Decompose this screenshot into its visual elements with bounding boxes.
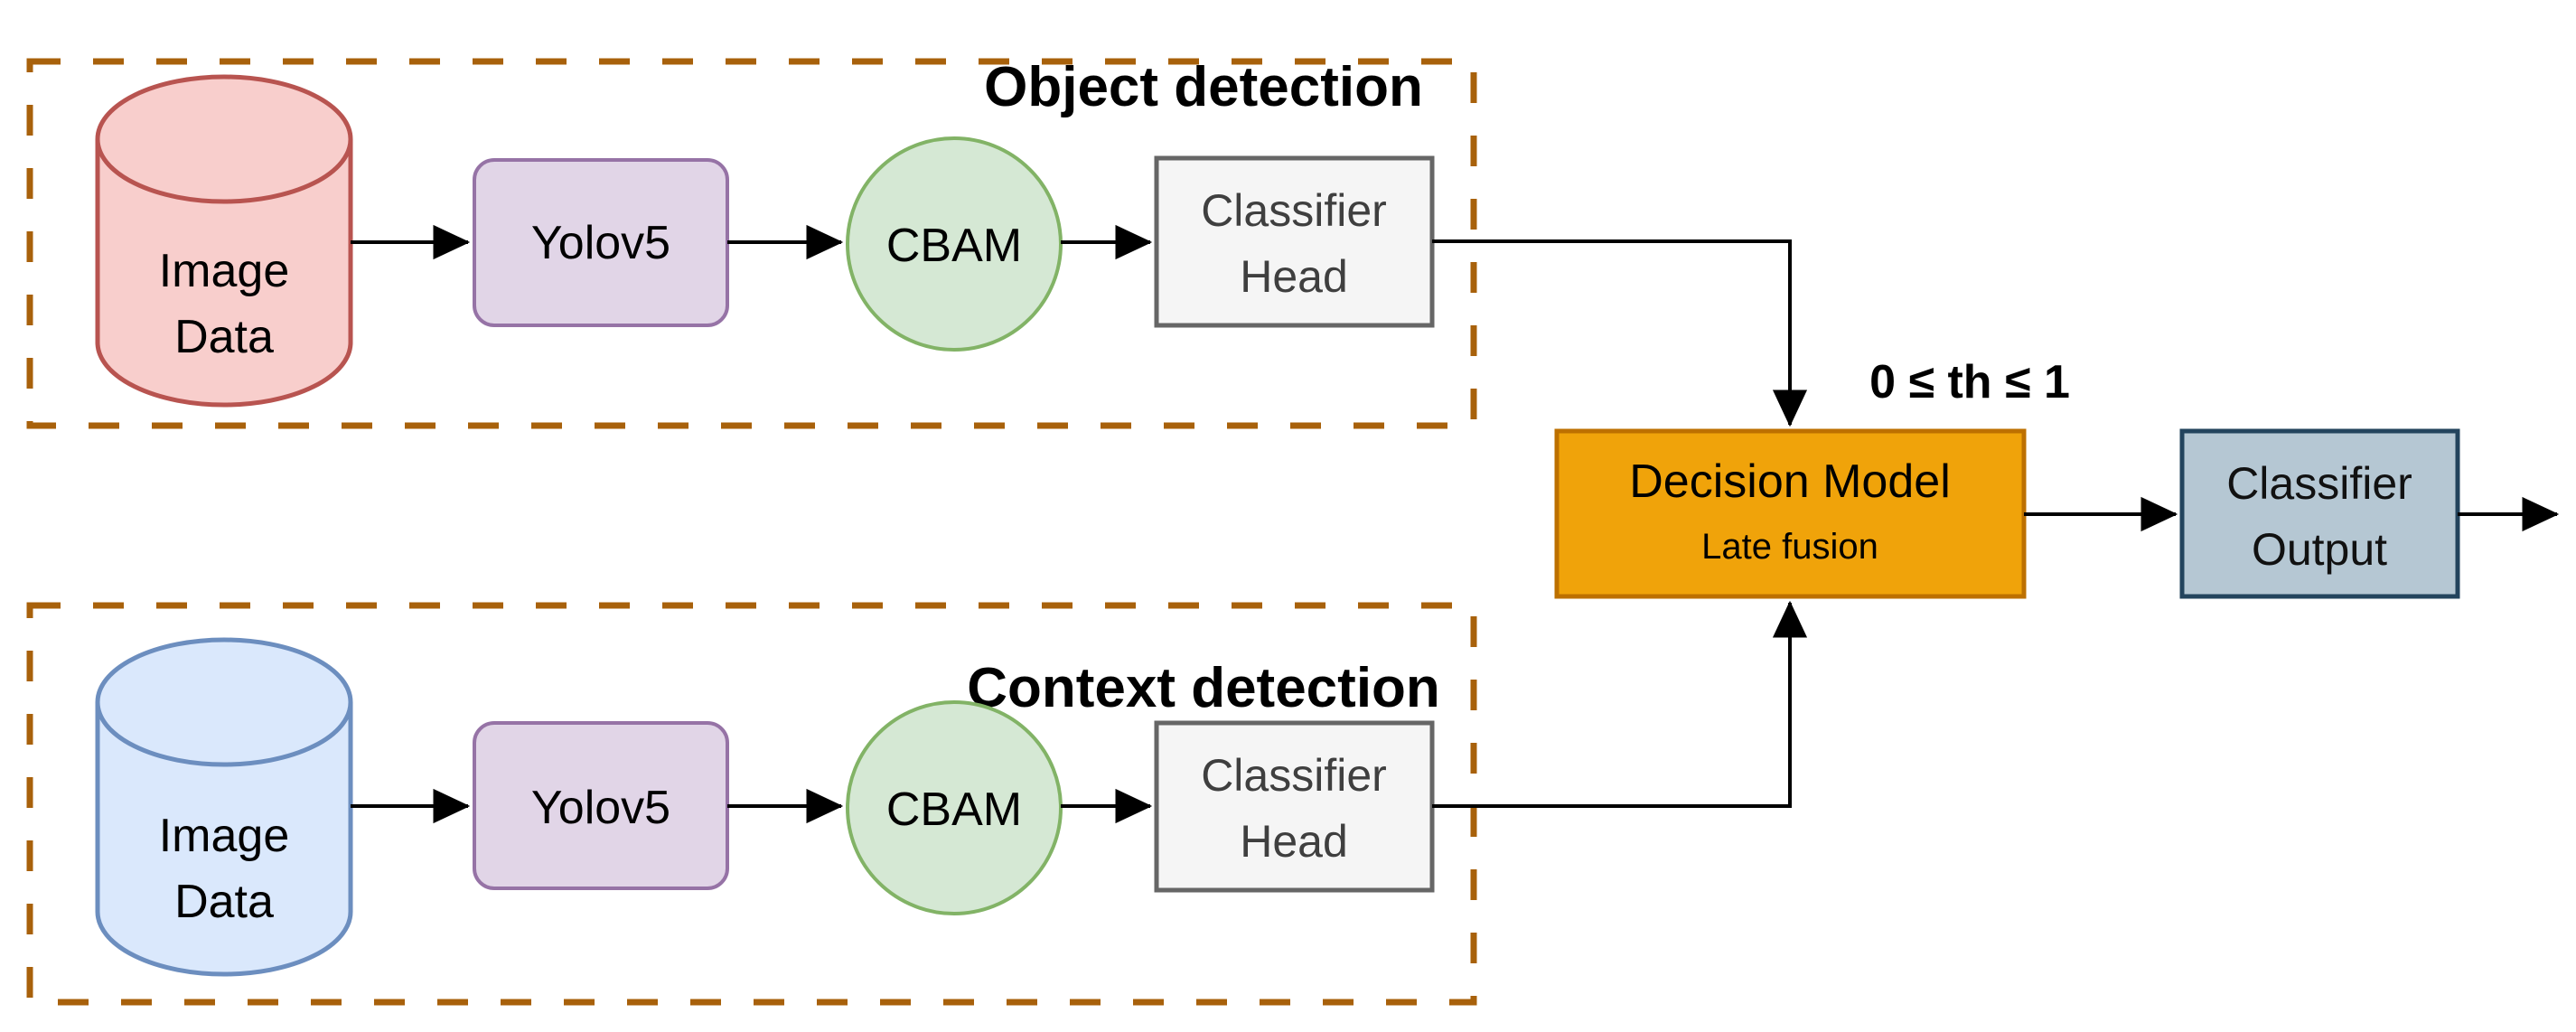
object-detection-title: Object detection xyxy=(984,56,1423,118)
image-data-cylinder-context: Image Data xyxy=(95,637,353,977)
image-data-label-line2: Data xyxy=(174,311,274,363)
cbam-ellipse-object: CBAM xyxy=(846,136,1063,352)
yolov5-label: Yolov5 xyxy=(531,782,670,834)
classifier-head-shape xyxy=(1154,155,1435,328)
classifier-head-label-line1: Classifier xyxy=(1201,185,1387,236)
classifier-output-label-line1: Classifier xyxy=(2226,458,2412,509)
image-data-label-line2: Data xyxy=(174,876,274,928)
image-data-cylinder-object: Image Data xyxy=(95,74,353,408)
connector-contexthead-to-decision xyxy=(1432,600,1808,808)
late-fusion-section: 0 ≤ th ≤ 1 Decision Model Late fusion Cl… xyxy=(1554,356,2560,599)
connector-objecthead-to-decision xyxy=(1432,239,1808,427)
classifier-head-label-line1: Classifier xyxy=(1201,750,1387,801)
context-detection-branch: Context detection Image Data Yolov5 CBAM… xyxy=(26,600,1808,1006)
context-detection-title: Context detection xyxy=(967,657,1440,719)
decision-model-shape xyxy=(1554,428,2027,599)
cylinder-rim xyxy=(95,138,353,204)
classifier-output-shape xyxy=(2179,428,2460,599)
classifier-head-label-line2: Head xyxy=(1240,251,1348,302)
image-data-label-line1: Image xyxy=(159,245,290,297)
classifier-output-box: Classifier Output xyxy=(2179,428,2460,599)
object-detection-branch: Object detection Image Data Yolov5 CBAM … xyxy=(26,56,1808,429)
context-detection-frame xyxy=(26,602,1477,1006)
classifier-output-label-line2: Output xyxy=(2252,524,2387,575)
object-detection-frame xyxy=(26,58,1477,429)
yolov5-label: Yolov5 xyxy=(531,217,670,269)
cbam-label: CBAM xyxy=(886,783,1022,836)
classifier-head-label-line2: Head xyxy=(1240,816,1348,867)
cylinder-rim xyxy=(95,701,353,767)
image-data-label-line1: Image xyxy=(159,810,290,862)
decision-model-box: Decision Model Late fusion xyxy=(1554,428,2027,599)
threshold-label: 0 ≤ th ≤ 1 xyxy=(1869,356,2070,408)
yolov5-box-object: Yolov5 xyxy=(473,158,729,327)
yolov5-box-context: Yolov5 xyxy=(473,721,729,890)
classifier-head-box-object: Classifier Head xyxy=(1154,155,1435,328)
cylinder-body xyxy=(95,637,353,977)
cylinder-body xyxy=(95,74,353,408)
cbam-ellipse-context: CBAM xyxy=(846,700,1063,915)
classifier-head-box-context: Classifier Head xyxy=(1154,720,1435,893)
cbam-label: CBAM xyxy=(886,220,1022,272)
decision-model-subtitle: Late fusion xyxy=(1701,527,1878,567)
decision-model-title: Decision Model xyxy=(1629,455,1951,508)
